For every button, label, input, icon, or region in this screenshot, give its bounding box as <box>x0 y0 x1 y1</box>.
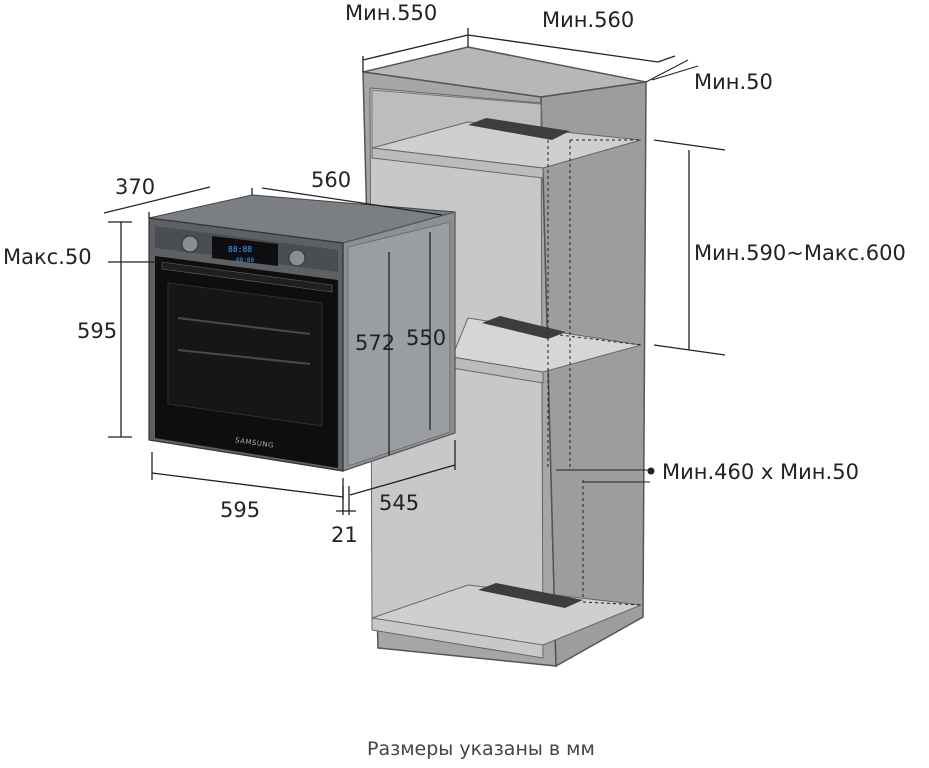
dimension-lines <box>103 28 726 515</box>
vent-dot <box>647 467 655 475</box>
vent-pointer <box>556 469 650 483</box>
vent-slot-middle <box>482 316 566 339</box>
display-readout: 88:88 <box>228 245 252 254</box>
right-knob-icon <box>288 249 306 267</box>
oven-max-label: Макс.50 <box>3 245 92 269</box>
oven-side-recess <box>347 221 451 467</box>
vent-slot-bottom <box>478 583 583 608</box>
cabinet-depth-label: Мин.550 <box>345 1 437 25</box>
oven-display <box>212 236 278 266</box>
oven-depth-label: 370 <box>115 175 155 199</box>
cabinet-width-label: Мин.560 <box>542 8 634 32</box>
oven-width-bottom-label: 595 <box>220 498 260 522</box>
cabinet-side <box>540 81 647 668</box>
cabinet-shelf-1-edge <box>371 147 544 179</box>
oven: 88:88 88:88 SAMSUNG <box>148 194 456 472</box>
oven-window <box>167 282 323 427</box>
vent-slot-top <box>468 118 570 140</box>
cabinet-dashed-guides <box>547 139 642 606</box>
oven-width-top-label: 560 <box>311 168 351 192</box>
units-caption: Размеры указаны в мм <box>367 738 595 760</box>
left-knob-icon <box>181 235 199 253</box>
oven-depth-bottom-label: 545 <box>379 491 419 515</box>
cabinet <box>362 46 655 668</box>
oven-racks <box>177 317 311 365</box>
oven-door-label: 21 <box>331 523 358 547</box>
oven-handle <box>161 261 333 293</box>
cabinet-back-gap-label: Мин.50 <box>694 70 773 94</box>
niche-height-range-label: Мин.590~Макс.600 <box>694 241 906 265</box>
oven-height-label: 595 <box>77 319 117 343</box>
display-readout-2: 88:88 <box>236 257 254 264</box>
oven-niche-height-label: 550 <box>406 326 446 350</box>
oven-body-height-label: 572 <box>355 331 395 355</box>
vent-size-label: Мин.460 x Мин.50 <box>662 460 859 484</box>
